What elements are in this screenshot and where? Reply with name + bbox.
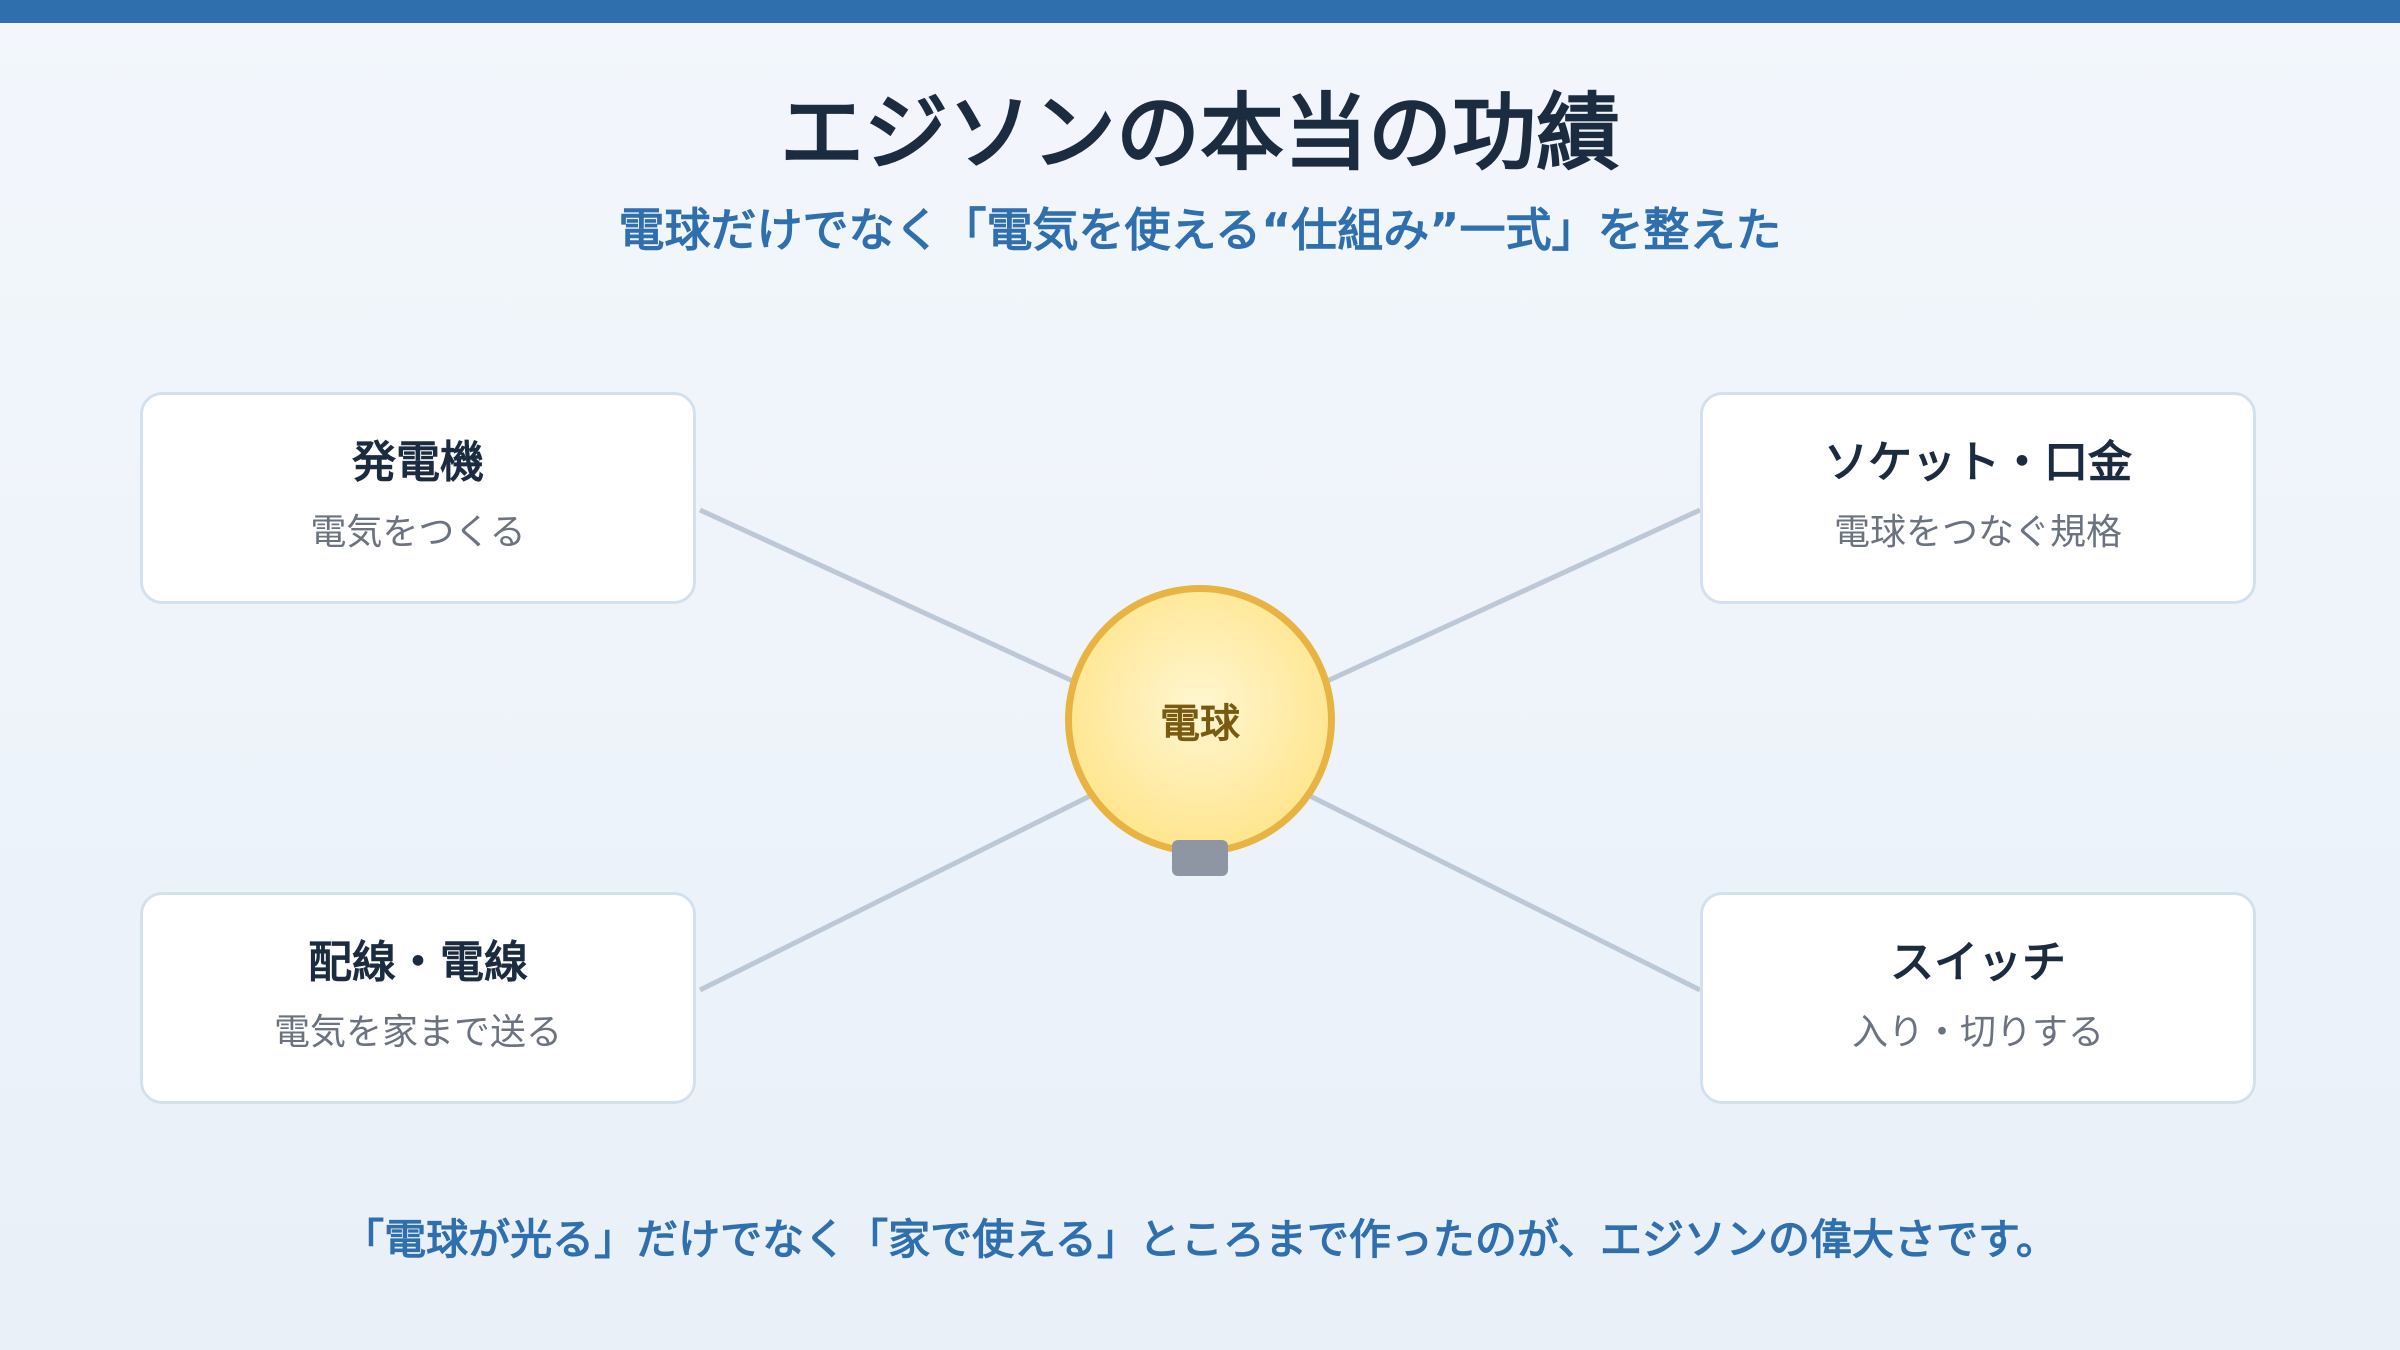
connector-wiring xyxy=(698,792,1094,993)
component-card-socket: ソケット・口金 電球をつなぐ規格 xyxy=(1700,392,2256,604)
component-card-switch: スイッチ 入り・切りする xyxy=(1700,892,2256,1104)
component-description: 電球をつなぐ規格 xyxy=(1833,512,2122,553)
bulb-base xyxy=(1172,840,1228,876)
light-bulb-icon: 電球 xyxy=(1065,585,1335,855)
bulb-label: 電球 xyxy=(1160,701,1240,747)
page-title: エジソンの本当の功績 xyxy=(779,84,1620,182)
component-description: 電気をつくる xyxy=(310,512,526,553)
component-title: スイッチ xyxy=(1890,937,2066,988)
component-card-generator: 発電機 電気をつくる xyxy=(140,392,696,604)
page-subtitle: 電球だけでなく「電気を使える“仕組み”一式」を整えた xyxy=(618,203,1782,257)
top-accent-bar xyxy=(0,0,2400,23)
component-description: 入り・切りする xyxy=(1851,1012,2104,1053)
component-title: ソケット・口金 xyxy=(1824,437,2132,488)
connector-switch xyxy=(1306,792,1702,993)
connector-socket xyxy=(1323,507,1702,685)
component-title: 発電機 xyxy=(352,437,484,488)
component-description: 電気を家まで送る xyxy=(273,1012,562,1053)
component-card-wiring: 配線・電線 電気を家まで送る xyxy=(140,892,696,1104)
footer-note: 「電球が光る」だけでなく「家で使える」ところまで作ったのが、エジソンの偉大さです… xyxy=(342,1215,2058,1264)
component-title: 配線・電線 xyxy=(308,937,528,988)
connector-generator xyxy=(698,507,1077,685)
